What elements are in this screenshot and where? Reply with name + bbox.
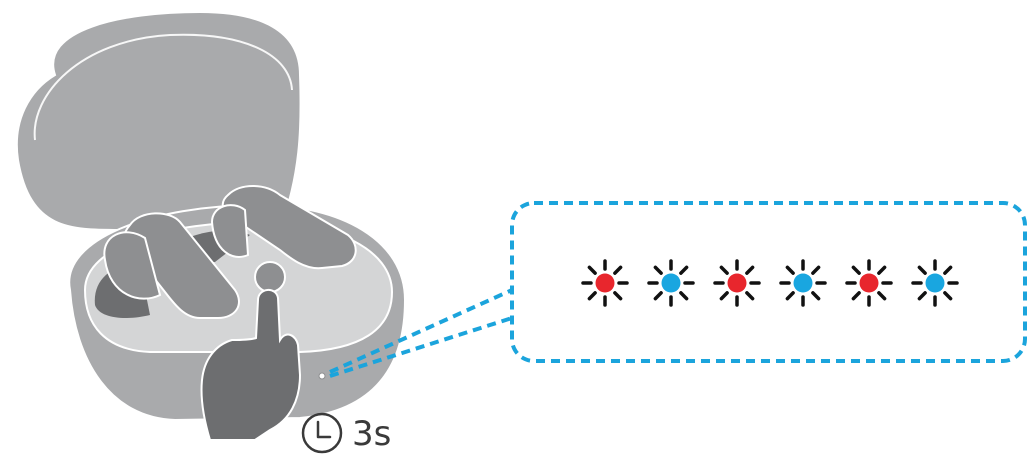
flashing-led-icon bbox=[713, 259, 761, 307]
case-button bbox=[254, 261, 286, 293]
flashing-led-icon bbox=[779, 259, 827, 307]
flashing-led-icon bbox=[581, 259, 629, 307]
left-earbud bbox=[103, 212, 240, 319]
led-sequence bbox=[581, 259, 959, 307]
flashing-led-icon bbox=[845, 259, 893, 307]
hold-duration-label: 3s bbox=[352, 414, 392, 454]
case-lid bbox=[15, 10, 302, 231]
flashing-led-icon bbox=[911, 259, 959, 307]
callout-connector bbox=[329, 288, 513, 378]
finger-hand-icon bbox=[200, 289, 302, 441]
flashing-led-icon bbox=[647, 259, 695, 307]
clock-icon bbox=[301, 412, 343, 454]
right-earbud bbox=[210, 185, 357, 270]
case-led bbox=[318, 372, 326, 380]
led-callout-box bbox=[510, 201, 1027, 363]
